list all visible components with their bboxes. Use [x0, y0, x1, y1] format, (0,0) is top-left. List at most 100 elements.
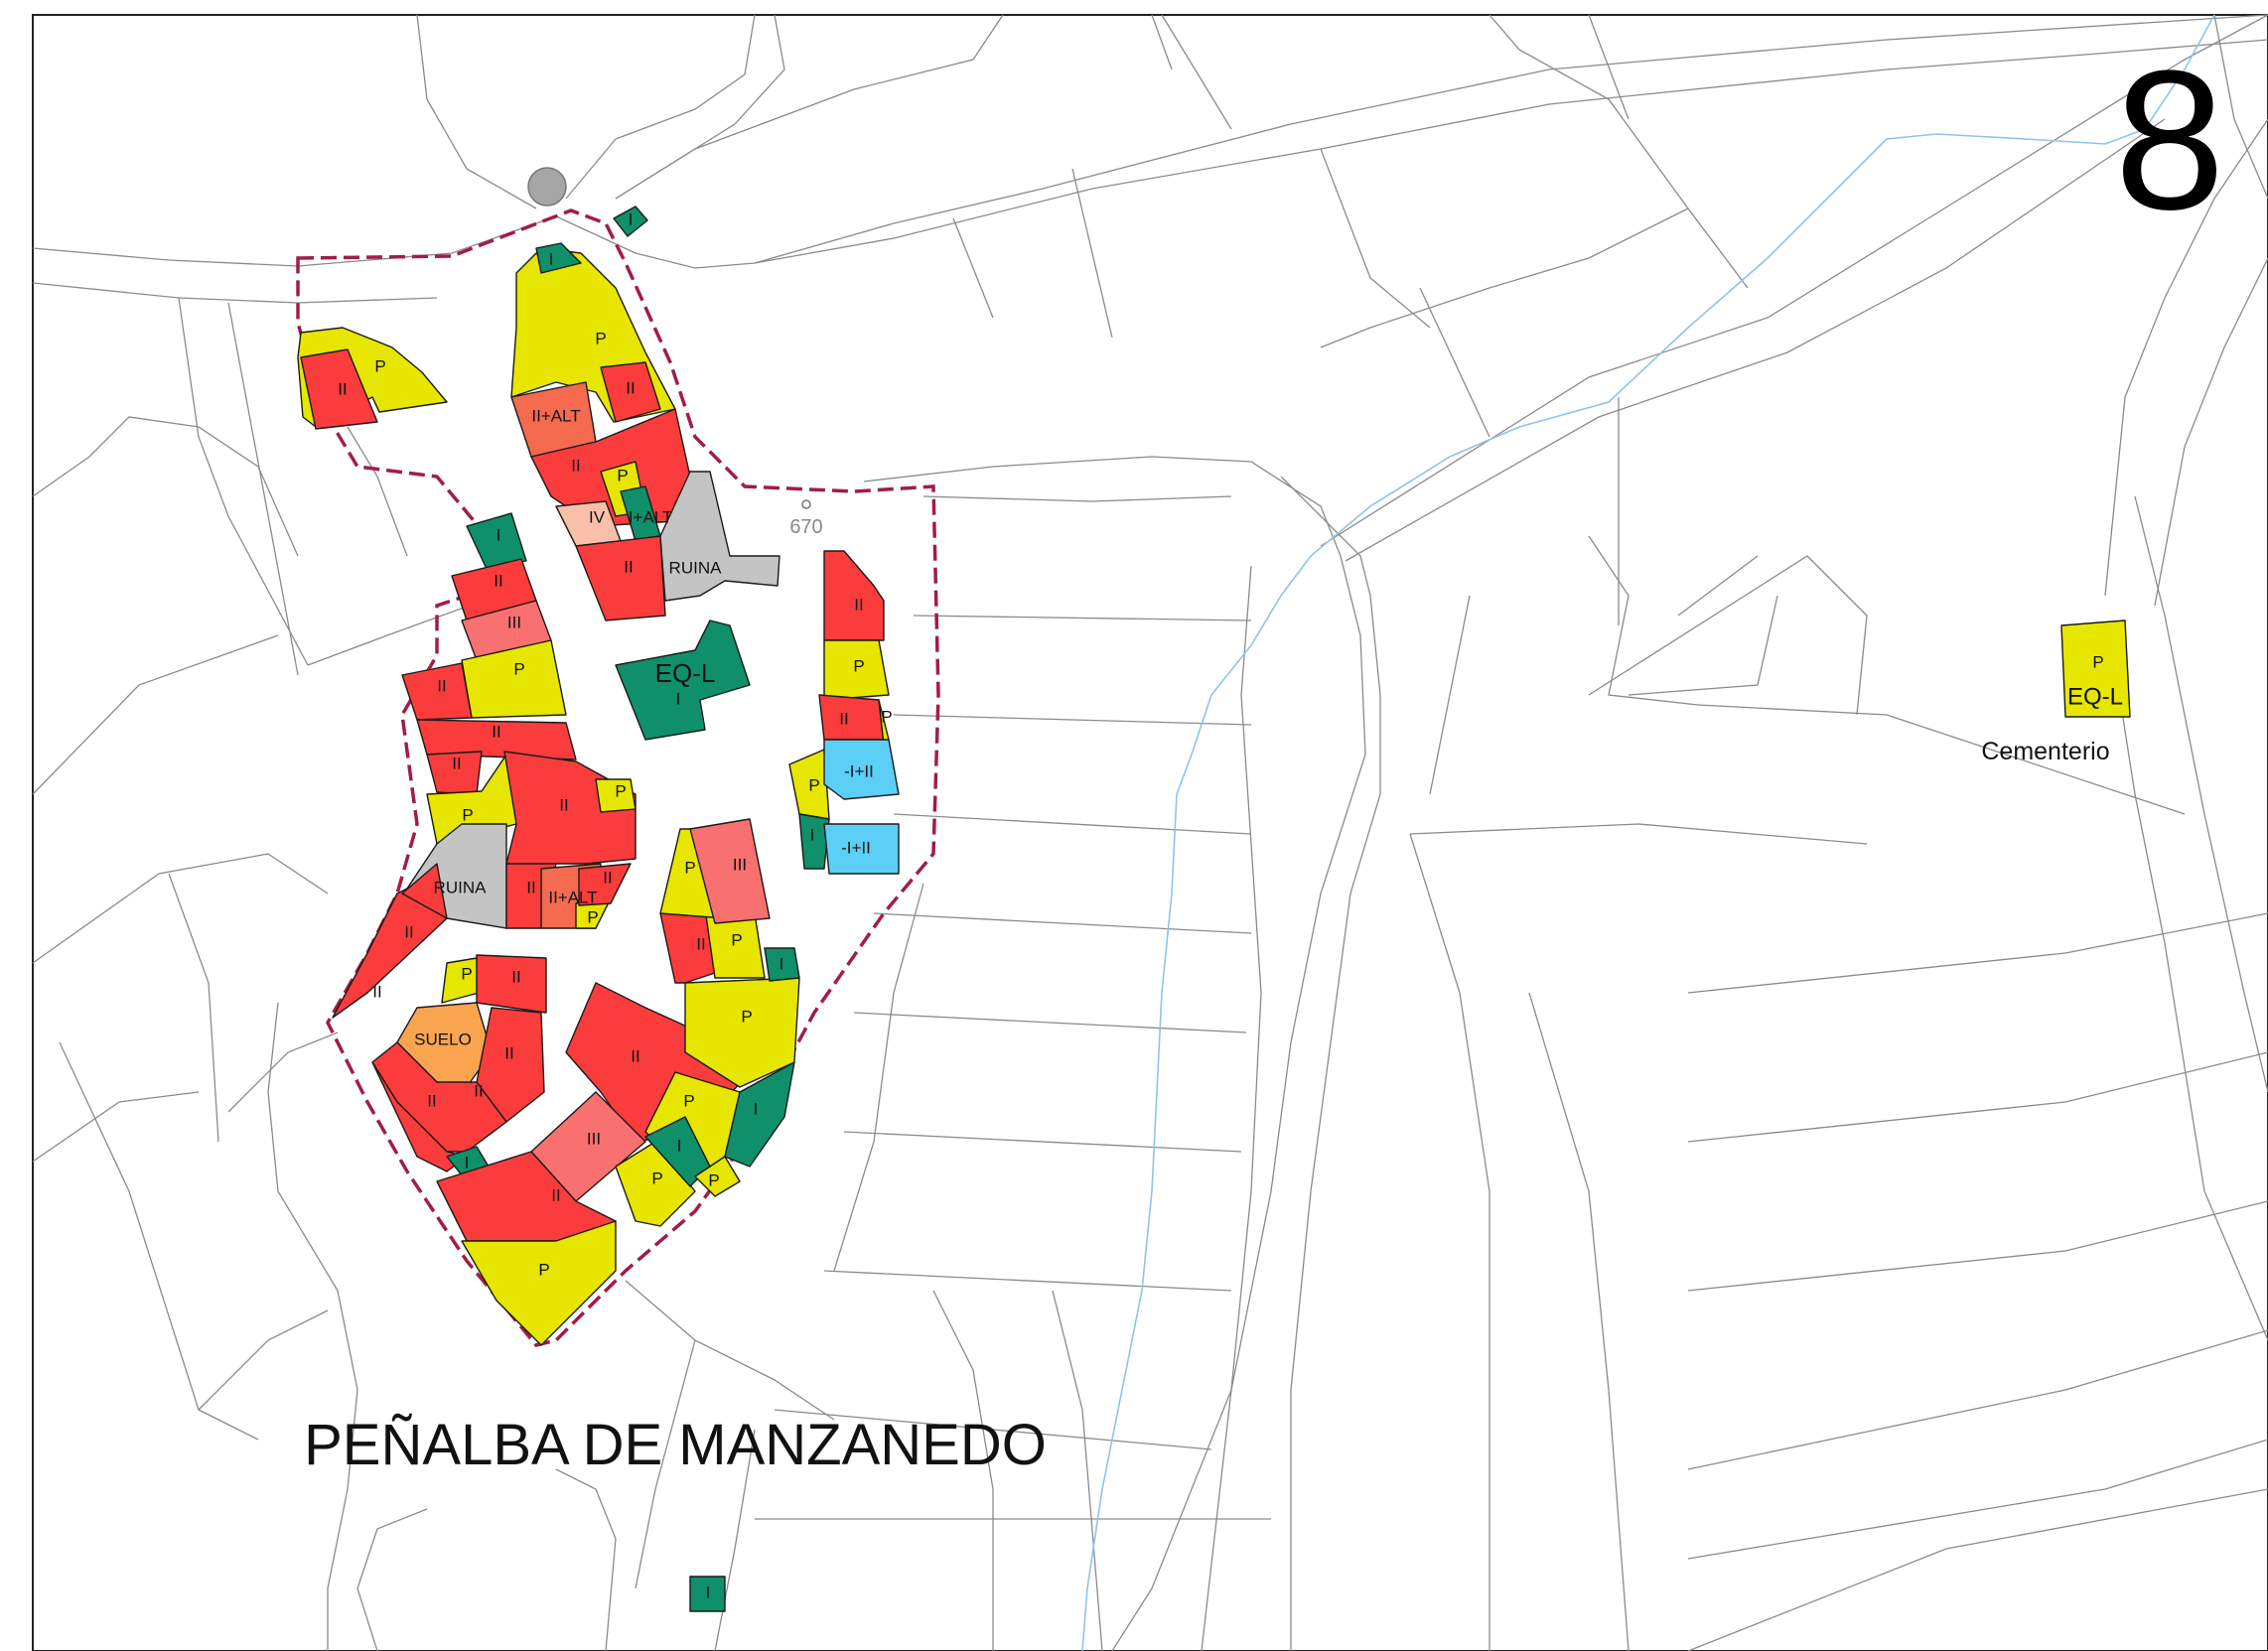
label-eq-l: EQ-L: [2067, 683, 2123, 710]
label-p: P: [853, 656, 864, 675]
label-ii: II: [452, 754, 461, 772]
block-i: [798, 813, 830, 870]
label-p: P: [462, 805, 473, 824]
label-i: I: [496, 525, 501, 544]
label-p: P: [731, 930, 742, 949]
label-ii: II: [338, 379, 347, 398]
elevation-point-icon: [801, 499, 811, 509]
label-i-ii: -I+II: [841, 838, 871, 857]
label-p: P: [587, 907, 598, 926]
block-ii: [476, 1007, 545, 1123]
cemetery-block: [2060, 619, 2131, 718]
label-ii: II: [494, 571, 502, 590]
cemetery-label: Cementerio: [1981, 738, 2109, 765]
label-ii: II: [437, 676, 446, 695]
label-p: P: [617, 466, 628, 484]
label-p: P: [2092, 652, 2103, 671]
block-i: [724, 1061, 795, 1168]
label-suelo: SUELO: [414, 1030, 472, 1048]
block-eq-l: [615, 619, 751, 741]
label-i: I: [465, 1153, 470, 1171]
label-p: P: [538, 1260, 549, 1279]
label-p: P: [808, 775, 819, 794]
cadastral-lines: [32, 14, 2268, 1651]
label-ruina: RUINA: [669, 558, 723, 577]
label-i: I: [780, 954, 784, 973]
block-ii: [818, 694, 885, 741]
label-ii: II: [631, 1046, 639, 1065]
label-ii: II: [603, 868, 612, 887]
label-ii: II: [696, 934, 705, 953]
map-frame: [32, 14, 2268, 1651]
label-ii: II: [854, 595, 863, 614]
label-p: P: [741, 1007, 752, 1026]
label-i: I: [754, 1099, 759, 1118]
block-p: [461, 1220, 617, 1346]
label-i: I: [706, 1582, 711, 1601]
label-iv: IV: [589, 507, 606, 526]
block-ii: [416, 719, 577, 760]
label-iii: III: [733, 855, 747, 874]
block-ii: [575, 535, 666, 621]
label-i: I: [549, 249, 554, 268]
block-ii: [300, 348, 378, 430]
block-iii: [689, 818, 771, 924]
elevation-label: 670: [789, 516, 822, 538]
block-ii: [578, 863, 632, 906]
block-ruina: [659, 471, 780, 602]
label-i-alt: I+ALT: [629, 507, 673, 526]
label-ii: II: [526, 878, 535, 896]
label-ii: II: [492, 722, 500, 741]
label-eq-l: EQ-L: [655, 658, 716, 688]
block-ii: [401, 662, 473, 721]
label-i: I: [677, 1136, 682, 1155]
label-ruina: RUINA: [434, 878, 488, 896]
block-i: [613, 206, 648, 237]
label-ii: II: [551, 1185, 560, 1204]
block-ii: [401, 863, 448, 919]
block-p: [595, 778, 637, 813]
label-ii-alt: II+ALT: [531, 406, 580, 425]
label-p: P: [513, 659, 524, 678]
block-i: [466, 512, 527, 570]
label-ii: II: [624, 557, 633, 576]
sheet-number: 8: [2114, 30, 2224, 251]
label-ii: II: [474, 1081, 483, 1100]
label-p: P: [615, 781, 626, 800]
stream-line: [1081, 14, 2215, 1651]
block-ii: [600, 361, 661, 423]
label-i: I: [629, 209, 634, 228]
town-name: PEÑALBA DE MANZANEDO: [304, 1413, 1047, 1477]
label-ii-alt: II+ALT: [548, 888, 597, 906]
label-i: I: [676, 689, 681, 708]
label-p: P: [651, 1169, 662, 1187]
label-ii: II: [372, 982, 381, 1001]
label-ii: II: [504, 1043, 513, 1062]
label-p: P: [683, 1091, 694, 1110]
label-iii: III: [587, 1129, 601, 1148]
well-icon: [527, 167, 567, 206]
block-labels: P II P I I II+ALT II II P I+ALT IV II RU…: [338, 209, 2123, 1601]
label-p: P: [595, 329, 606, 347]
label-ii: II: [404, 922, 413, 941]
block-p: [615, 1141, 696, 1227]
label-p: P: [684, 858, 695, 877]
label-p: P: [881, 707, 892, 726]
label-i-ii: -I+II: [844, 761, 874, 780]
label-i: I: [810, 825, 815, 844]
building-blocks: [297, 206, 2131, 1612]
block-i: [535, 242, 582, 274]
block-p: [694, 1156, 741, 1197]
label-ii: II: [571, 456, 580, 475]
label-p: P: [708, 1170, 719, 1189]
label-iii: III: [507, 613, 521, 631]
label-ii: II: [839, 709, 848, 728]
block-i-ii: [823, 739, 900, 800]
block-p: [823, 639, 890, 701]
label-p: P: [461, 964, 472, 983]
label-ii: II: [626, 378, 635, 397]
label-ii: II: [511, 967, 520, 986]
block-ii: [476, 954, 547, 1014]
